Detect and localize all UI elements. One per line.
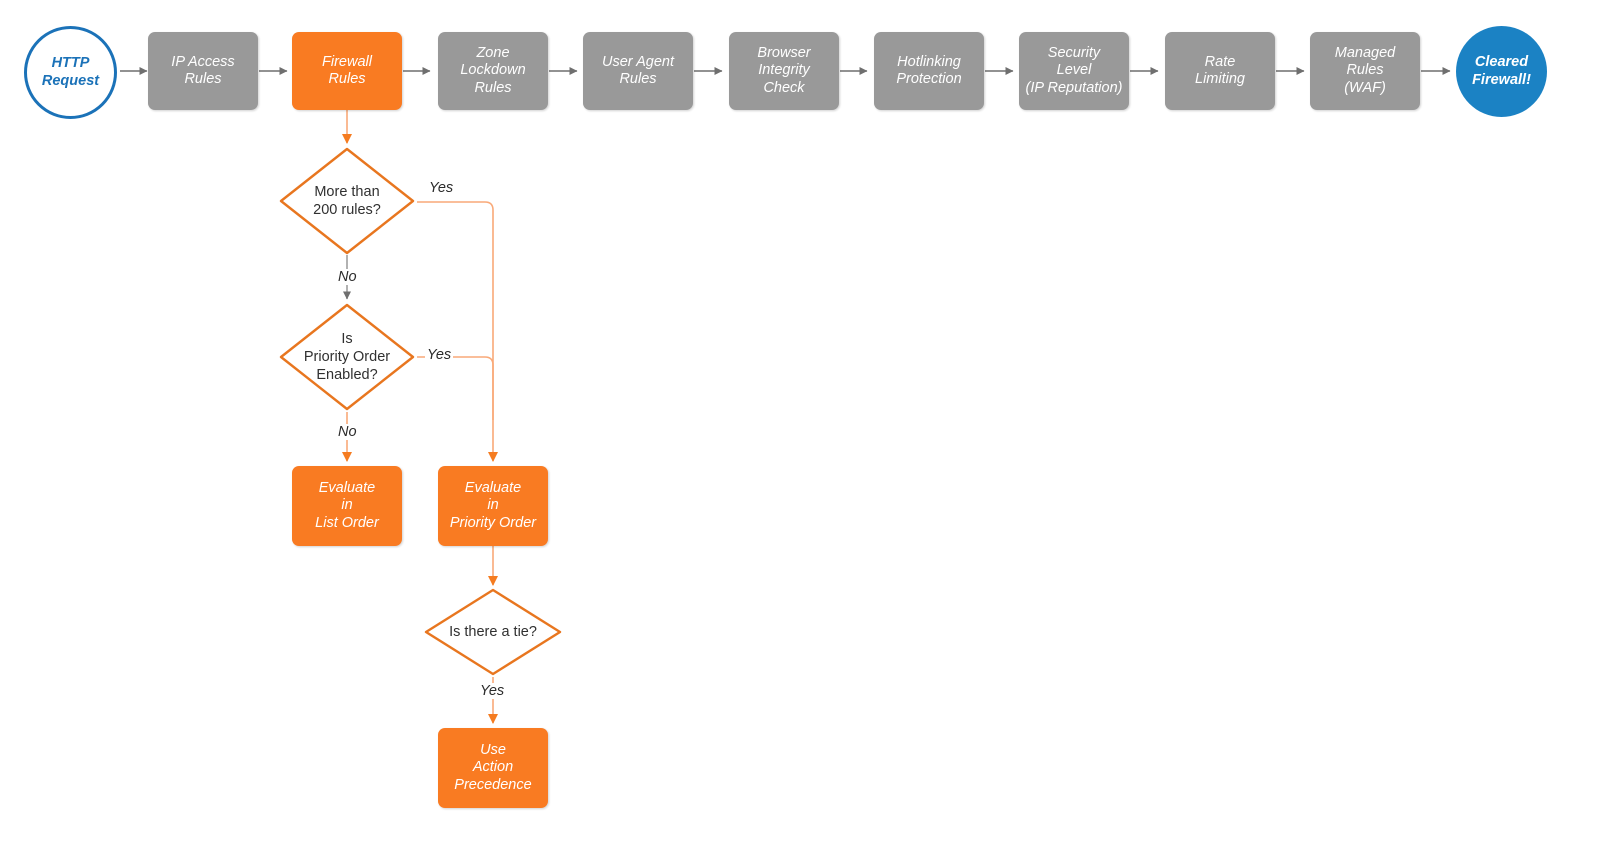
node-zone-lockdown-rules-label: Zone Lockdown Rules (460, 45, 526, 96)
node-security-level-label: Security Level (IP Reputation) (1025, 45, 1123, 96)
edge-label-priority-order-no: No (336, 424, 359, 440)
node-use-action-precedence-label: Use Action Precedence (454, 742, 532, 793)
decision-priority-order-enabled[interactable]: Is Priority Order Enabled? (277, 301, 417, 413)
diamond-shape-icon (279, 303, 415, 411)
node-evaluate-in-priority-order[interactable]: Evaluate in Priority Order (438, 466, 548, 546)
edge-more-than-200-yes (417, 201, 498, 462)
edge-label-more-than-200-no: No (336, 269, 359, 285)
decision-is-there-a-tie-label: Is there a tie? (449, 623, 537, 640)
diamond-shape-icon (424, 588, 562, 676)
edge-label-tie-yes: Yes (478, 683, 507, 699)
node-managed-rules-waf-label: Managed Rules (WAF) (1334, 45, 1396, 96)
node-use-action-precedence[interactable]: Use Action Precedence (438, 728, 548, 808)
node-browser-integrity-check[interactable]: Browser Integrity Check (729, 32, 839, 110)
node-user-agent-rules[interactable]: User Agent Rules (583, 32, 693, 110)
edge-label-more-than-200-yes: Yes (427, 180, 456, 196)
node-evaluate-in-list-order[interactable]: Evaluate in List Order (292, 466, 402, 546)
edge-label-priority-order-yes: Yes (425, 347, 454, 363)
node-evaluate-in-list-order-label: Evaluate in List Order (315, 480, 379, 531)
node-ip-access-rules-label: IP Access Rules (171, 53, 235, 87)
node-http-request-label: HTTP Request (41, 55, 100, 89)
edge-priority-order-yes (417, 356, 494, 420)
node-security-level[interactable]: Security Level (IP Reputation) (1019, 32, 1129, 110)
node-hotlinking-protection[interactable]: Hotlinking Protection (874, 32, 984, 110)
node-user-agent-rules-label: User Agent Rules (602, 53, 674, 87)
node-rate-limiting-label: Rate Limiting (1195, 53, 1245, 87)
node-zone-lockdown-rules[interactable]: Zone Lockdown Rules (438, 32, 548, 110)
node-browser-integrity-check-label: Browser Integrity Check (757, 45, 811, 96)
decision-priority-order-enabled-label: Is Priority Order Enabled? (303, 330, 391, 384)
node-managed-rules-waf[interactable]: Managed Rules (WAF) (1310, 32, 1420, 110)
node-cleared-firewall[interactable]: Cleared Firewall! (1456, 26, 1547, 117)
node-cleared-firewall-label: Cleared Firewall! (1472, 54, 1531, 88)
node-evaluate-in-priority-order-label: Evaluate in Priority Order (449, 480, 537, 531)
decision-more-than-200-rules[interactable]: More than 200 rules? (277, 145, 417, 257)
decision-more-than-200-rules-label: More than 200 rules? (313, 183, 381, 218)
decision-is-there-a-tie[interactable]: Is there a tie? (423, 587, 563, 677)
node-http-request[interactable]: HTTP Request (24, 26, 117, 119)
diamond-shape-icon (279, 147, 415, 255)
node-rate-limiting[interactable]: Rate Limiting (1165, 32, 1275, 110)
node-firewall-rules[interactable]: Firewall Rules (292, 32, 402, 110)
node-firewall-rules-label: Firewall Rules (322, 53, 372, 87)
node-ip-access-rules[interactable]: IP Access Rules (148, 32, 258, 110)
node-hotlinking-protection-label: Hotlinking Protection (896, 53, 962, 87)
